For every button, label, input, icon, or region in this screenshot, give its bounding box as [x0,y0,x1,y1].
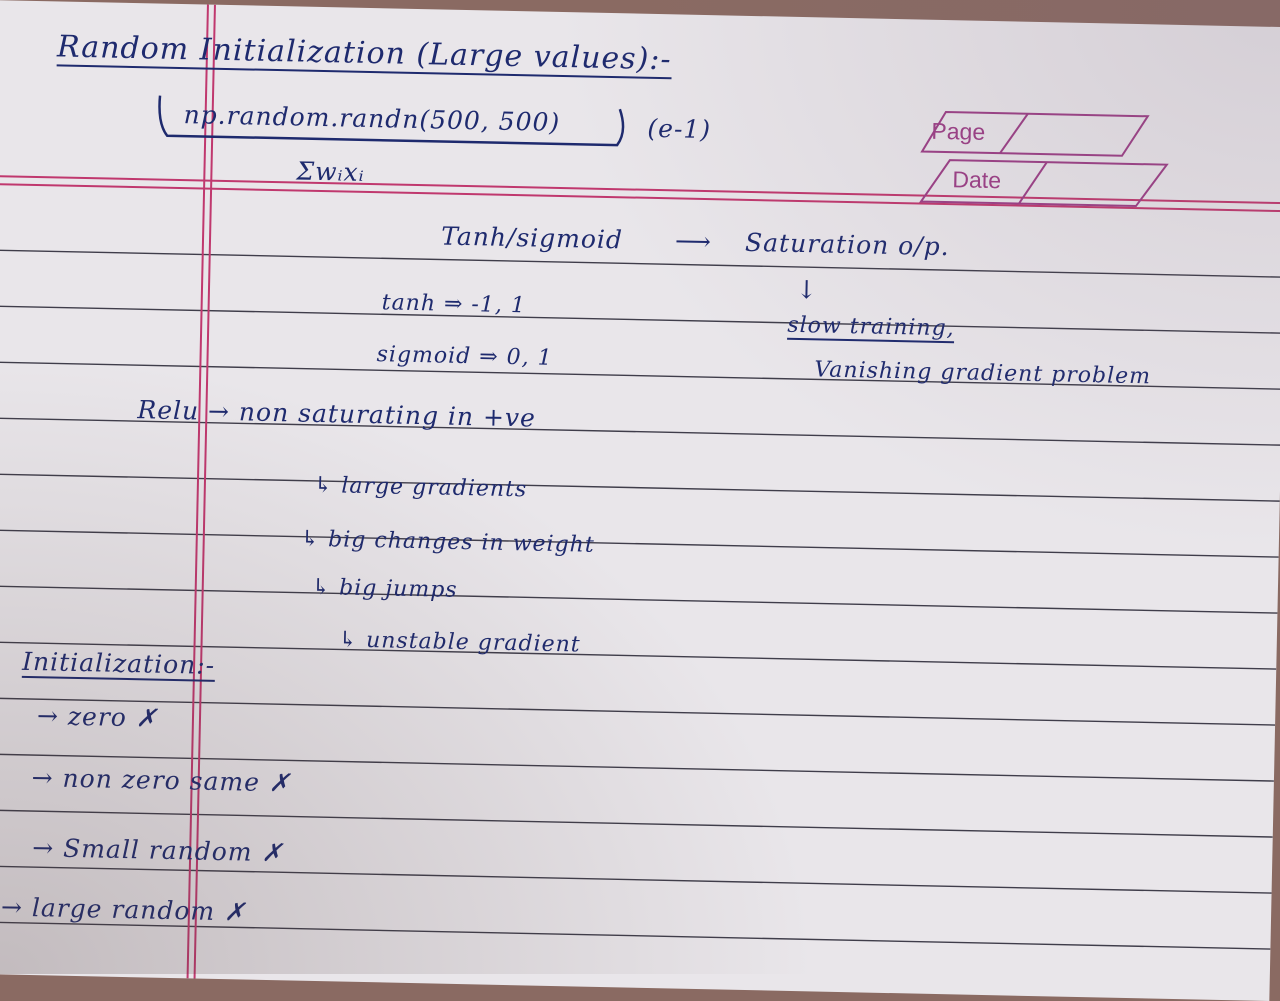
down-arrow: ↓ [795,274,819,305]
saturation-output: Saturation o/p. [744,227,950,262]
relu-chain-4: ↳ unstable gradient [338,627,581,658]
init-item-small-random: → Small random ✗ [31,833,284,868]
header-rule-2 [0,182,1280,213]
init-item-large-random: → large random ✗ [0,892,247,927]
ruled-line [0,585,1278,614]
arrow-right: ⟶ [674,226,713,257]
date-label: Date [952,166,1002,194]
ruled-line [0,641,1277,670]
ruled-line [0,361,1280,390]
margin-line [186,4,209,979]
relu-chain-3: ↳ big jumps [311,574,458,603]
ruled-line [0,753,1274,782]
slow-training: slow training, [787,312,955,344]
ruled-line [0,697,1276,726]
tanh-range: tanh ⇒ -1, 1 [381,290,527,319]
header-rule [0,174,1280,205]
ruled-line [0,417,1280,446]
code-suffix: (e-1) [647,113,712,145]
tanh-sigmoid-line: Tanh/sigmoid [440,221,624,255]
ruled-line [0,809,1273,838]
ruled-line [0,305,1280,334]
sigmoid-range: sigmoid ⇒ 0, 1 [376,342,553,371]
margin-line-2 [193,4,216,979]
ruled-line [0,249,1280,278]
ruled-line [0,921,1271,950]
ruled-line [0,473,1280,502]
code-bracket [158,95,625,147]
page-label: Page [931,117,986,145]
ruled-line [0,865,1272,894]
relu-chain-1: ↳ large gradients [313,472,528,503]
page-date-stamp [919,111,1169,208]
init-item-nonzero-same: → non zero same ✗ [31,763,292,798]
initialization-title: Initialization:- [21,646,216,682]
weighted-sum: Σwᵢxᵢ [296,156,366,187]
ruled-line [0,529,1279,558]
init-item-zero: → zero ✗ [36,701,159,733]
